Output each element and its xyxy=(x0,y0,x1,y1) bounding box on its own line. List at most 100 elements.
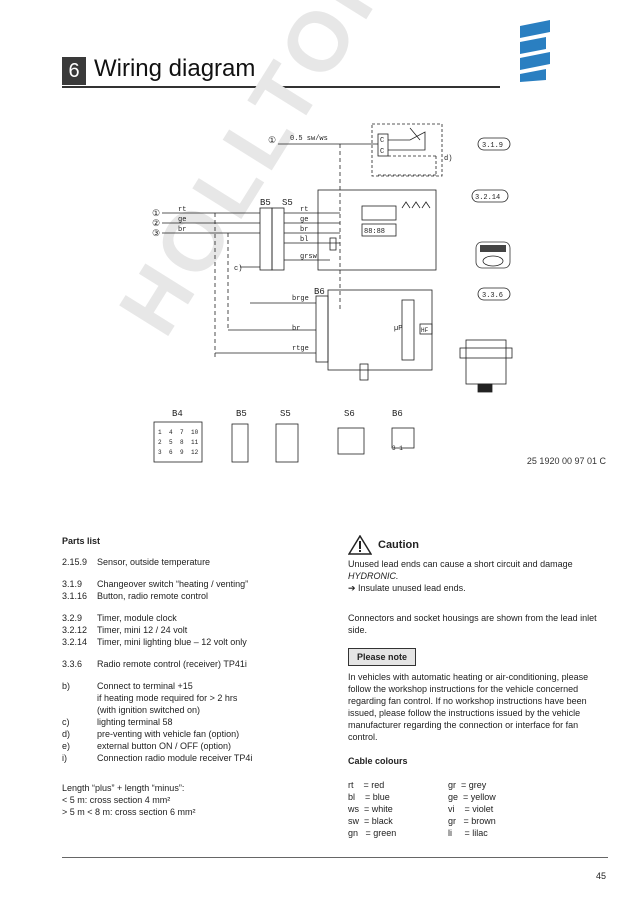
svg-text:B5: B5 xyxy=(260,198,271,208)
svg-text:S5: S5 xyxy=(280,409,291,419)
part-desc: Button, radio remote control xyxy=(97,591,209,601)
b4-pin-label: 1 xyxy=(158,429,162,436)
parts-group: 3.3.6 Radio remote control (receiver) TP4… xyxy=(62,658,332,670)
part-code: 3.1.16 xyxy=(62,591,88,601)
cable-colour-item: gr = grey xyxy=(448,780,487,790)
b4-pin-label: 5 xyxy=(169,439,173,446)
parts-row: 2.15.9 Sensor, outside temperature xyxy=(62,556,332,568)
cable-colour-item: ge = yellow xyxy=(448,792,496,802)
part-desc: Timer, mini 12 / 24 volt xyxy=(97,625,188,635)
part-code: 3.2.14 xyxy=(62,637,88,647)
caution-title: Caution xyxy=(378,539,419,551)
document-number: 25 1920 00 97 01 C xyxy=(526,456,606,466)
b4-pin-label: 10 xyxy=(191,429,199,436)
warning-icon xyxy=(348,535,372,555)
caution-heading: Caution xyxy=(348,535,608,555)
ref-3-3-6: 3.3.6 xyxy=(482,292,503,300)
part-desc: Radio remote control (receiver) TP41i xyxy=(97,659,247,669)
b4-pin-label: 3 xyxy=(158,449,162,456)
svg-text:brge: brge xyxy=(292,295,309,303)
svg-text:rt: rt xyxy=(178,206,186,214)
ref-3-2-14: 3.2.14 xyxy=(475,194,500,202)
svg-text:B6: B6 xyxy=(314,287,325,297)
note-code: b) xyxy=(62,681,71,691)
svg-text:B4: B4 xyxy=(172,409,183,419)
svg-text:c): c) xyxy=(234,265,242,273)
section-number: 6 xyxy=(62,57,86,85)
part-desc: Timer, module clock xyxy=(97,613,177,623)
svg-text:rtge: rtge xyxy=(292,345,309,353)
svg-text:C: C xyxy=(380,148,384,156)
part-desc: Sensor, outside temperature xyxy=(97,557,211,567)
part-code: 3.3.6 xyxy=(62,659,83,669)
parts-row: 3.1.9 Changeover switch “heating / ventin… xyxy=(62,578,332,590)
svg-text:③: ③ xyxy=(152,229,160,239)
note-desc: pre-venting with vehicle fan (option) xyxy=(97,729,240,739)
b4-pin-label: 4 xyxy=(169,429,173,436)
note-desc: lighting terminal 58 xyxy=(97,717,173,727)
svg-text:µP: µP xyxy=(394,325,402,333)
note-code: d) xyxy=(62,729,71,739)
ref-3-1-9: 3.1.9 xyxy=(482,142,503,150)
note-row: e)external button ON / OFF (option) xyxy=(62,740,332,752)
connectors-note: Connectors and socket housings are shown… xyxy=(348,613,597,635)
cable-colour-item: ws = white xyxy=(348,804,393,814)
svg-text:br: br xyxy=(292,325,300,333)
cable-colours-title: Cable colours xyxy=(348,756,408,766)
svg-text:HF: HF xyxy=(421,327,429,334)
parts-row: 3.3.6 Radio remote control (receiver) TP4… xyxy=(62,658,332,670)
svg-text:B5: B5 xyxy=(236,409,247,419)
page-number: 45 xyxy=(595,871,606,881)
wiring-diagram: ① 0.5 sw/ws C C d) 3.1.9 3.2.14 3.3.6 ① … xyxy=(152,123,513,463)
svg-text:grsw: grsw xyxy=(300,253,318,261)
wire-label: 0.5 sw/ws xyxy=(290,135,328,143)
label-1: ① xyxy=(268,136,276,146)
svg-text:②: ② xyxy=(152,219,160,229)
cable-colour-item: li = lilac xyxy=(448,828,488,838)
svg-text:88:88: 88:88 xyxy=(364,228,385,236)
b4-pin-label: 8 xyxy=(180,439,184,446)
eberspaecher-logo-icon xyxy=(520,20,550,82)
note-code: e) xyxy=(62,741,71,751)
svg-text:br: br xyxy=(300,226,308,234)
svg-text:bl: bl xyxy=(300,236,308,244)
note-desc: Connection radio module receiver TP4i xyxy=(97,753,253,763)
page-title: Wiring diagram xyxy=(94,55,256,82)
part-code: 2.15.9 xyxy=(62,557,88,567)
svg-text:①: ① xyxy=(152,209,160,219)
length-block: Length “plus” + length “minus”: < 5 m: c… xyxy=(62,783,196,817)
part-desc: Changeover switch “heating / venting” xyxy=(97,579,249,589)
parts-row: 3.1.16 Button, radio remote control xyxy=(62,590,332,602)
cable-colour-item: sw = black xyxy=(348,816,393,826)
cable-colour-item: gr = brown xyxy=(448,816,496,826)
cable-colour-item: gn = green xyxy=(348,828,397,838)
cable-colour-item: vi = violet xyxy=(448,804,494,814)
svg-text:B6: B6 xyxy=(392,409,403,419)
header-rule xyxy=(62,86,500,88)
part-code: 3.1.9 xyxy=(62,579,83,589)
svg-text:ge: ge xyxy=(178,216,186,224)
svg-text:br: br xyxy=(178,226,186,234)
parts-group: 2.15.9 Sensor, outside temperature xyxy=(62,556,332,568)
note-row: i) Connection radio module receiver TP4i xyxy=(62,752,332,764)
note-row: c)lighting terminal 58 xyxy=(62,716,332,728)
note-row: d) pre-venting with vehicle fan (option) xyxy=(62,728,332,740)
svg-text:rt: rt xyxy=(300,206,308,214)
cable-colour-item: bl = blue xyxy=(348,792,390,802)
part-desc: Timer, mini lighting blue – 12 volt only xyxy=(97,637,247,647)
b4-pin-label: 12 xyxy=(191,449,199,456)
caution-text: Unused lead ends can cause a short circu… xyxy=(348,559,573,593)
svg-text:S6: S6 xyxy=(344,409,355,419)
note-code: i) xyxy=(62,753,67,763)
label-d: d) xyxy=(444,155,452,163)
parts-group: 3.1.9 Changeover switch “heating / ventin… xyxy=(62,578,332,602)
b4-pin-label: 11 xyxy=(191,439,199,446)
svg-text:C: C xyxy=(380,137,384,145)
svg-text:3 1: 3 1 xyxy=(392,445,403,452)
